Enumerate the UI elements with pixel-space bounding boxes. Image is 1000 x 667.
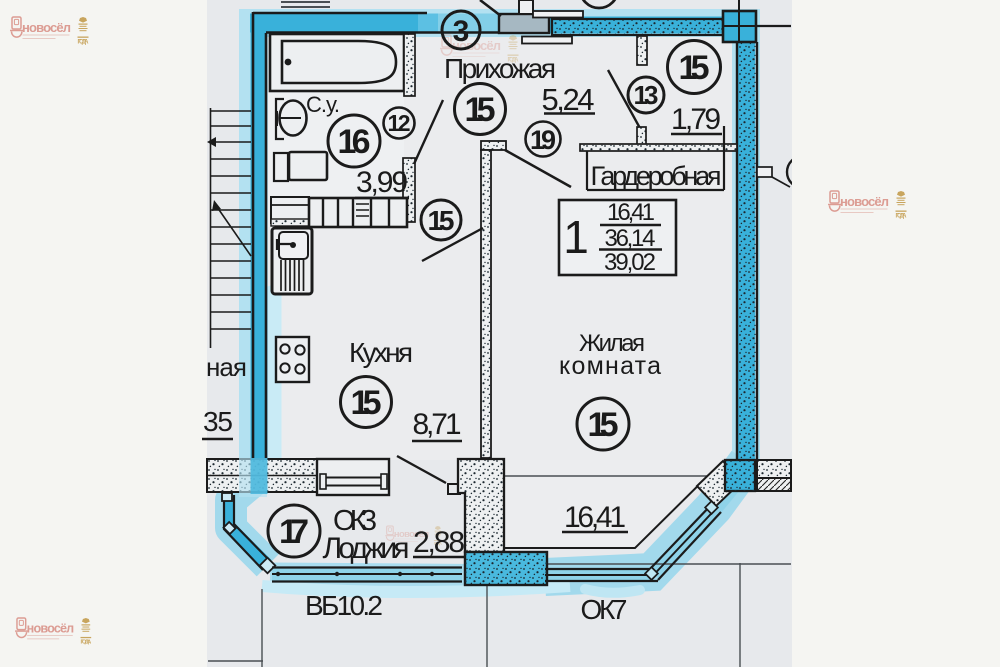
svg-text:комната: комната	[559, 352, 661, 380]
svg-text:35: 35	[203, 406, 233, 437]
svg-text:12: 12	[388, 110, 411, 136]
svg-text:19: 19	[530, 125, 556, 155]
svg-text:3,99: 3,99	[356, 166, 408, 199]
svg-text:15: 15	[465, 91, 496, 129]
svg-text:Кухня: Кухня	[349, 337, 413, 368]
svg-text:15: 15	[428, 205, 455, 236]
svg-text:ВБ10.2: ВБ10.2	[305, 590, 383, 621]
svg-text:Гардеробная: Гардеробная	[591, 161, 722, 191]
svg-text:15: 15	[588, 406, 619, 444]
svg-text:15: 15	[679, 49, 710, 87]
svg-text:Прихожая: Прихожая	[444, 53, 556, 84]
svg-text:Лоджия: Лоджия	[323, 532, 410, 565]
svg-text:С.у.: С.у.	[306, 92, 340, 117]
svg-text:Жилая: Жилая	[579, 330, 645, 357]
svg-text:ОК7: ОК7	[581, 594, 628, 625]
svg-text:2,88: 2,88	[413, 526, 465, 559]
svg-text:39,02: 39,02	[604, 249, 656, 276]
svg-text:8,71: 8,71	[413, 408, 462, 441]
svg-text:ная: ная	[206, 352, 247, 382]
svg-text:3: 3	[453, 15, 470, 48]
svg-text:ОК3: ОК3	[333, 505, 377, 537]
svg-text:16,41: 16,41	[564, 501, 626, 534]
svg-text:16,41: 16,41	[607, 199, 655, 226]
svg-text:16: 16	[338, 123, 371, 161]
svg-text:1,79: 1,79	[671, 103, 721, 136]
svg-text:1: 1	[563, 211, 589, 263]
svg-text:15: 15	[351, 384, 382, 422]
svg-text:5,24: 5,24	[542, 82, 595, 117]
svg-text:13: 13	[634, 80, 659, 110]
svg-text:17: 17	[279, 513, 309, 551]
svg-text:36,14: 36,14	[605, 225, 656, 252]
